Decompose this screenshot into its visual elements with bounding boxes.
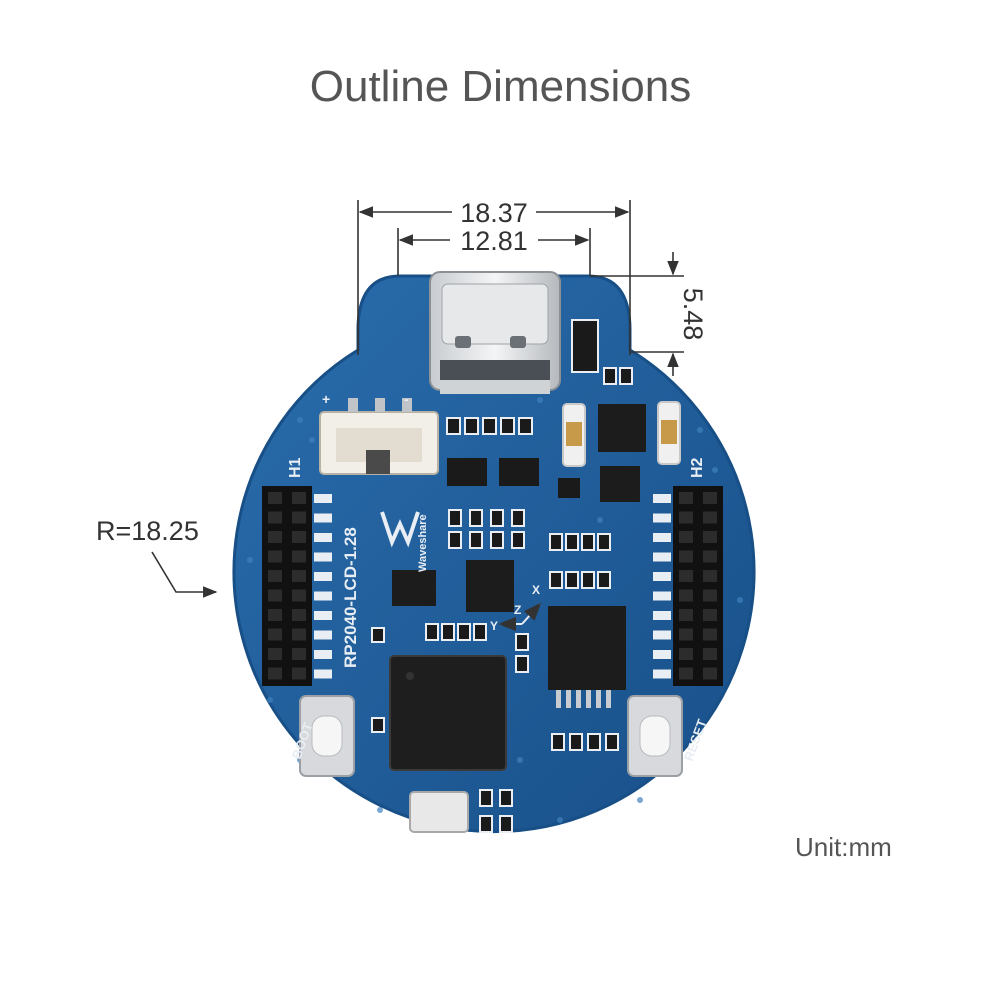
header-pin [292, 492, 306, 504]
header-pin [679, 648, 693, 660]
dimension-connector-height-value: 5.48 [678, 288, 708, 341]
dimension-connector-width [397, 228, 591, 276]
header-solder-pad [314, 494, 332, 503]
header-solder-pad [314, 630, 332, 640]
dimension-overall-width [357, 200, 631, 355]
header-solder-pad [653, 669, 671, 679]
header-pin [679, 531, 693, 543]
usb-c-connector [429, 271, 561, 394]
dimension-connector-height [590, 252, 684, 376]
header-solder-pad [314, 650, 332, 659]
header-pin [703, 531, 717, 543]
header-pin [703, 589, 717, 602]
battery-connector [319, 398, 439, 475]
header-pin [292, 667, 306, 680]
header-pin [679, 628, 693, 641]
header-solder-pad [653, 552, 671, 562]
header-pin [679, 511, 693, 524]
header-pin [703, 511, 717, 524]
waveshare-logo [380, 511, 420, 548]
header-pin [268, 609, 282, 621]
header-solder-pad [653, 533, 671, 542]
header-solder-pad [314, 533, 332, 542]
header-pin [268, 628, 282, 641]
header-pin [268, 511, 282, 524]
header-pin [703, 648, 717, 660]
header-solder-pad [314, 552, 332, 562]
header-pin [679, 570, 693, 582]
header-pin [292, 648, 306, 660]
header-pin [268, 550, 282, 563]
unit-label: Unit:mm [795, 832, 892, 862]
battery-plus-label: + [322, 391, 330, 407]
header-h1-label: H1 [287, 457, 304, 478]
header-solder-pad [653, 513, 671, 523]
header-solder-pad [314, 513, 332, 523]
dimension-connector-width-value: 12.81 [460, 226, 528, 256]
header-pin [292, 589, 306, 602]
header-pin [679, 609, 693, 621]
header-solder-pad [653, 611, 671, 620]
header-pin [268, 667, 282, 680]
header-pin [703, 628, 717, 641]
header-solder-pad [653, 494, 671, 503]
header-pin [679, 667, 693, 680]
header-pin [268, 648, 282, 660]
header-pin [679, 550, 693, 563]
boot-button [299, 695, 355, 777]
header-pin [292, 628, 306, 641]
header-pin [703, 609, 717, 621]
axis-y-label: Y [490, 619, 498, 633]
header-pin [703, 667, 717, 680]
header-solder-pad [314, 591, 332, 601]
brand-label: Waveshare [417, 514, 429, 572]
header-pin [268, 492, 282, 504]
header-pin [268, 531, 282, 543]
axis-marker [498, 602, 542, 632]
board-model-label: RP2040-LCD-1.28 [341, 527, 360, 668]
dimension-overall-width-value: 18.37 [460, 198, 528, 228]
header-pin [703, 570, 717, 582]
header-pin [292, 550, 306, 563]
header-solder-pad [653, 630, 671, 640]
header-solder-pad [314, 572, 332, 581]
header-pin [268, 589, 282, 602]
header-pin [292, 511, 306, 524]
dimension-radius-value: R=18.25 [96, 516, 199, 546]
axis-x-label: X [532, 583, 540, 597]
header-solder-pad [653, 591, 671, 601]
header-h2 [653, 486, 723, 686]
header-pin [292, 570, 306, 582]
header-h2-label: H2 [689, 457, 706, 478]
header-pin [679, 492, 693, 504]
header-solder-pad [653, 572, 671, 581]
battery-minus-label: - [404, 391, 409, 407]
header-solder-pad [314, 611, 332, 620]
reset-button [627, 695, 683, 777]
axis-z-label: Z [514, 603, 521, 617]
header-pin [703, 492, 717, 504]
dimension-radius-leader [151, 551, 218, 598]
page-title: Outline Dimensions [309, 62, 692, 111]
header-pin [703, 550, 717, 563]
header-pin [292, 531, 306, 543]
header-solder-pad [314, 669, 332, 679]
header-pin [292, 609, 306, 621]
rp2040-chip [389, 655, 507, 771]
smd-components [371, 319, 681, 833]
header-pin [679, 589, 693, 602]
header-h1 [262, 486, 332, 686]
header-solder-pad [653, 650, 671, 659]
header-pin [268, 570, 282, 582]
